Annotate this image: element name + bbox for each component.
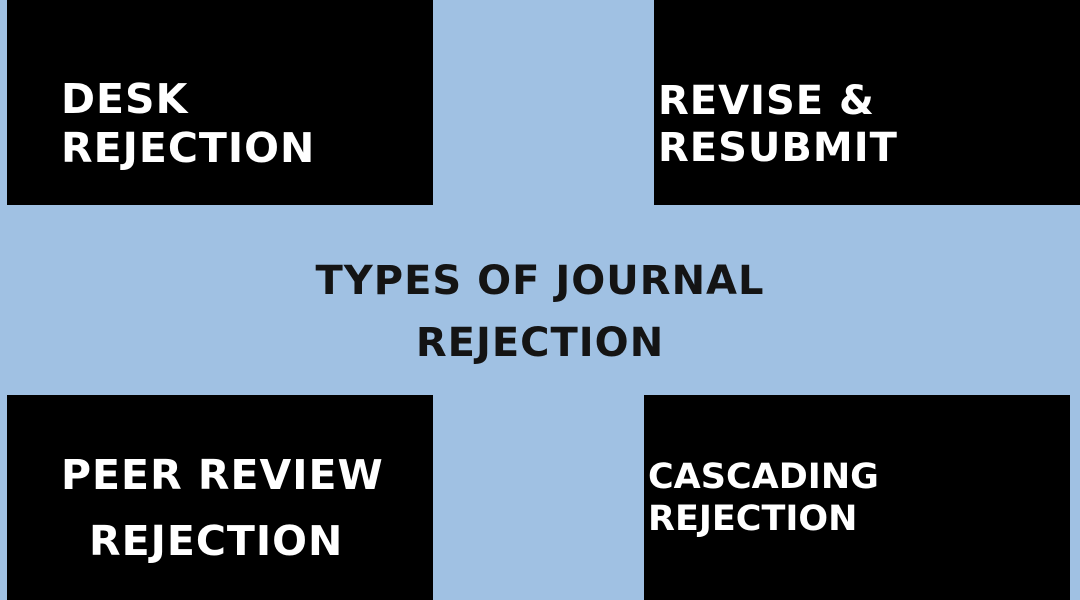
- title-line-1: TYPES OF JOURNAL: [315, 258, 765, 304]
- desk-rejection-label: DESK REJECTION: [61, 75, 316, 172]
- revise-resubmit-box: REVISE & RESUBMIT: [654, 0, 1080, 205]
- revise-resubmit-label: REVISE & RESUBMIT: [658, 78, 898, 172]
- diagram-title: TYPES OF JOURNAL REJECTION: [290, 250, 790, 374]
- title-line-2: REJECTION: [415, 320, 665, 366]
- cascading-rejection-box: CASCADING REJECTION: [644, 395, 1070, 600]
- desk-rejection-box: DESK REJECTION: [7, 0, 433, 205]
- peer-review-rejection-box: PEER REVIEW REJECTION: [7, 395, 433, 600]
- peer-review-label-line-2: REJECTION: [89, 516, 344, 565]
- cascading-rejection-label: CASCADING REJECTION: [648, 457, 879, 539]
- peer-review-label-line-1: PEER REVIEW: [61, 451, 384, 499]
